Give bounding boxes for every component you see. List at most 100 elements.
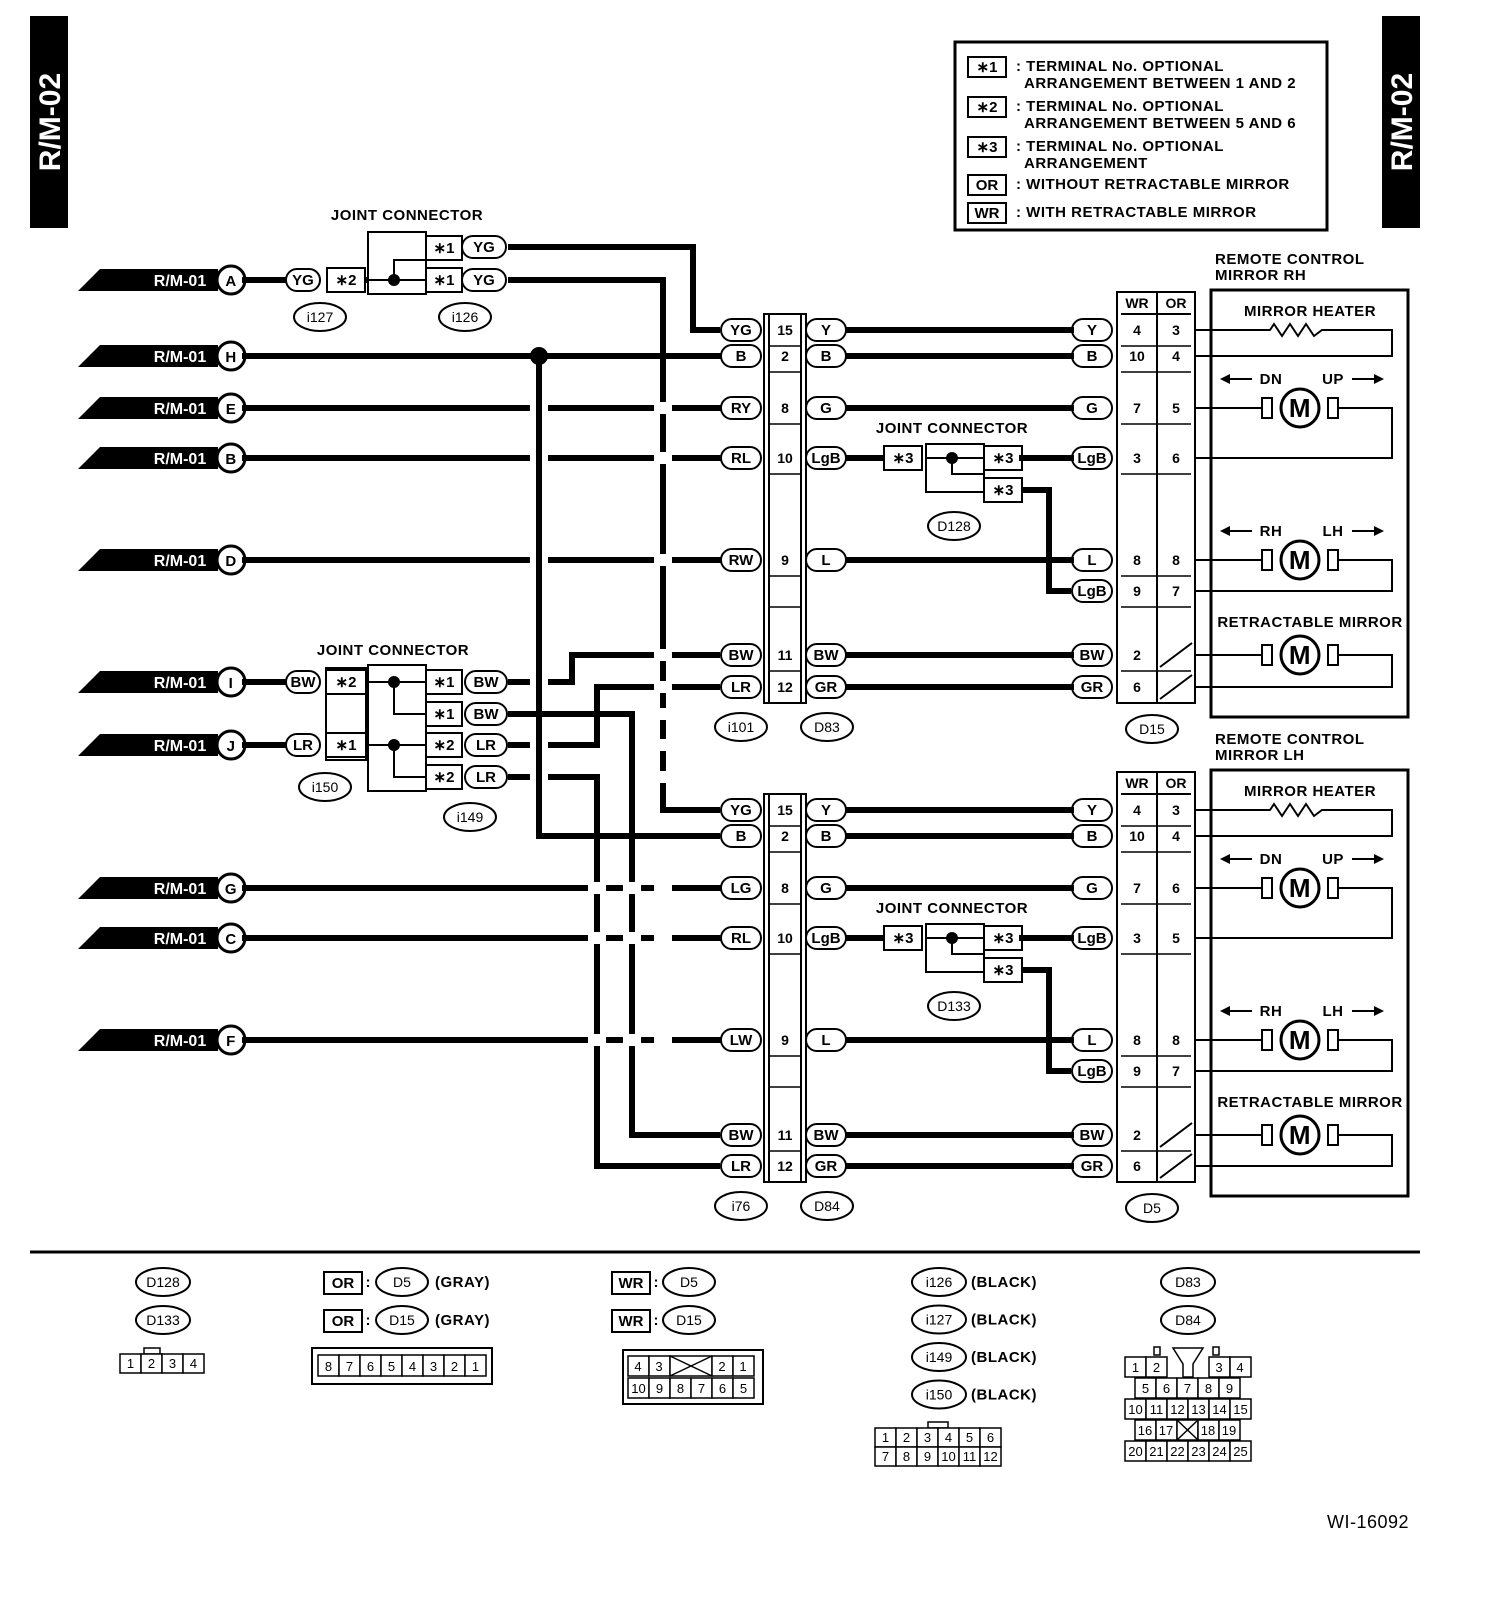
wire-left-label-frame [720, 1028, 762, 1052]
wr-pin: 4 [1133, 802, 1141, 818]
motor-brush [1261, 397, 1273, 419]
or-pin: 6 [1172, 880, 1180, 896]
pin-label: 8 [1205, 1381, 1212, 1396]
wr-header: WR [1125, 775, 1148, 791]
joint-connector-title: JOINT CONNECTOR [876, 420, 1028, 437]
or-key: OR [332, 1275, 355, 1292]
legend-key: ∗1 [977, 59, 998, 76]
motor-dir-label: LH [1323, 523, 1344, 540]
wire-yg-out-frame [461, 268, 507, 292]
wire-right-label: Y [821, 322, 831, 339]
legend-text: ARRANGEMENT [1024, 155, 1148, 172]
pin-number: 15 [777, 322, 793, 338]
star2-terminal: ∗2 [336, 674, 357, 691]
input-ref: R/M-01 [154, 738, 207, 755]
wire-right-label: BW [814, 647, 840, 664]
pin-label: 5 [1142, 1381, 1149, 1396]
wire-left-label: RL [731, 930, 751, 947]
motor-wire [1215, 559, 1393, 592]
star3-terminal: ∗3 [993, 450, 1014, 467]
arrow-left-head [1220, 374, 1230, 384]
pin-label: 9 [656, 1381, 663, 1396]
wire-left-label-frame [720, 643, 762, 667]
motor-retract [1279, 634, 1321, 676]
motor-dir-label: DN [1260, 851, 1283, 868]
connector-D5: D5 [1143, 1200, 1161, 1216]
input-letter: D [225, 553, 236, 570]
pin-number: 9 [781, 552, 789, 568]
splice-dot [946, 452, 958, 464]
or-pin: 7 [1172, 583, 1180, 599]
pin-label: 14 [1212, 1402, 1226, 1417]
star3-terminal: ∗3 [893, 930, 914, 947]
footer-connector-id: D5 [680, 1274, 698, 1290]
wire-crossing [654, 932, 672, 944]
pin-label: 3 [430, 1359, 437, 1374]
wire-left-label-frame [720, 1123, 762, 1147]
or-pin: 6 [1172, 450, 1180, 466]
joint-connector-title: JOINT CONNECTOR [876, 900, 1028, 917]
footer-connector-id-frame [135, 1305, 191, 1335]
wire-right-label: Y [821, 802, 831, 819]
input-ref: R/M-01 [154, 1033, 207, 1050]
or-key-frame [323, 1271, 363, 1295]
star3-terminal: ∗3 [993, 482, 1014, 499]
wire-left-label: LG [731, 880, 752, 897]
pin-label: 22 [1170, 1444, 1184, 1459]
footer-connector-id-frame [911, 1267, 967, 1297]
wire-crossing [654, 402, 672, 414]
wr-pin: 8 [1133, 552, 1141, 568]
wire-lr-in: LR [293, 737, 313, 754]
legend-box [953, 40, 1329, 232]
or-pin: 8 [1172, 1032, 1180, 1048]
connector-key [1171, 1347, 1205, 1378]
star1-terminal: ∗1 [434, 272, 455, 289]
star3-terminal: ∗3 [993, 962, 1014, 979]
pin-label: 4 [409, 1359, 416, 1374]
motor-left-right [1279, 1019, 1321, 1061]
wire-i149-out-frame [464, 702, 508, 726]
wire-bw-in-frame [285, 670, 321, 694]
input-arrow [78, 269, 218, 291]
star3-terminal: ∗3 [893, 450, 914, 467]
wr-pin: 9 [1133, 1063, 1141, 1079]
connector-color: (BLACK) [971, 1387, 1037, 1404]
star3-terminal-frame [983, 957, 1023, 983]
motor-symbol: M [1289, 545, 1311, 575]
motor-dir-label: UP [1322, 371, 1344, 388]
wire-yg-in: YG [292, 272, 314, 289]
pin-cell [1229, 1440, 1252, 1462]
star3-terminal-frame [883, 925, 923, 951]
motor-brush [1261, 644, 1273, 666]
colon: : [654, 1274, 659, 1291]
pin-cell [1145, 1356, 1168, 1378]
colon: : [654, 1312, 659, 1329]
footer-connector-id-frame [911, 1342, 967, 1372]
legend-text: : WITHOUT RETRACTABLE MIRROR [1016, 176, 1290, 193]
wire-crossing [654, 771, 672, 783]
footer-connector-id: D84 [1175, 1312, 1201, 1328]
wr-pin: 2 [1133, 647, 1141, 663]
wire-left-label: BW [729, 647, 755, 664]
connector-i127: i127 [307, 309, 334, 325]
pin-number: 10 [777, 450, 793, 466]
wr-key-frame [611, 1309, 651, 1333]
wire-yg-rh [508, 244, 720, 333]
motor-up-down [1279, 867, 1321, 909]
connector-D133-frame [927, 991, 981, 1021]
pin-label: 4 [634, 1359, 641, 1374]
footer-connector-id: D83 [1175, 1274, 1201, 1290]
wire-bw-in: BW [291, 674, 317, 691]
mirror-heater-label: MIRROR HEATER [1244, 303, 1376, 320]
pin-number: 15 [777, 802, 793, 818]
wr-pin: 6 [1133, 679, 1141, 695]
wire-left-label-frame [720, 396, 762, 420]
wire-left-label: YG [730, 802, 752, 819]
footer-connector-id: D5 [393, 1274, 411, 1290]
arrow-left-head [1220, 854, 1230, 864]
legend-key: OR [976, 177, 999, 194]
mirror-wire-label: LgB [1077, 450, 1106, 467]
wire-left-label-frame [720, 926, 762, 950]
wire-bw-lh [508, 711, 720, 1138]
wr-pin: 2 [1133, 1127, 1141, 1143]
